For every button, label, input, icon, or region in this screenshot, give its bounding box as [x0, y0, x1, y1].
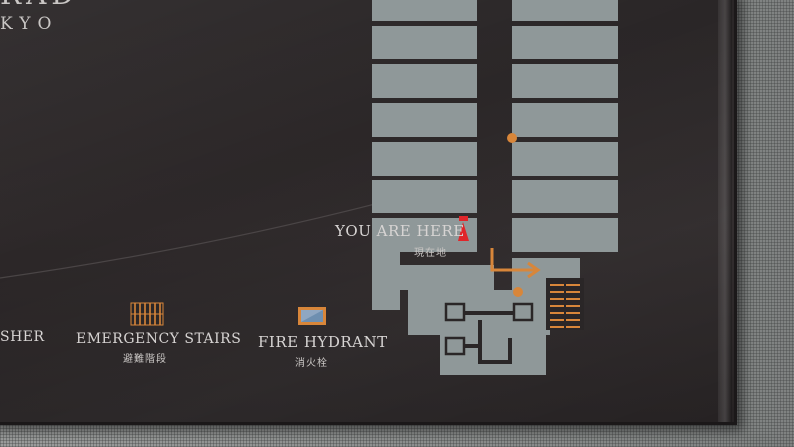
room: [512, 103, 618, 137]
emergency-stairs-label-jp: 避難階段: [123, 354, 167, 365]
fire-extinguisher-dot: [507, 133, 517, 143]
room-lower-left: [372, 252, 400, 310]
room: [372, 26, 477, 59]
guest-rooms-right: [512, 0, 618, 252]
room: [512, 0, 618, 21]
floor-outline-arc: [0, 194, 411, 279]
room: [372, 103, 477, 137]
evacuation-route-arrow: [490, 248, 536, 272]
guest-rooms-left: [372, 0, 477, 252]
room: [372, 0, 477, 21]
fire-hydrant-label: FIRE HYDRANT: [258, 333, 388, 351]
you-are-here-marker: [458, 216, 469, 241]
room: [372, 218, 477, 252]
room: [372, 180, 477, 213]
room: [512, 64, 618, 98]
evacuation-map-board: RAD KYO: [0, 0, 737, 425]
you-are-here-label: YOU ARE HERE: [335, 222, 465, 240]
brand-name: RAD: [0, 0, 79, 11]
brand-city: KYO: [0, 14, 59, 34]
room: [512, 26, 618, 59]
glass-edge: [718, 0, 732, 422]
fire-hydrant-label-jp: 消火栓: [295, 358, 328, 369]
fire-extinguisher-label: SHER: [0, 329, 45, 345]
room: [512, 180, 618, 213]
emergency-stairs-icon: [130, 302, 164, 326]
fire-hydrant-icon: [298, 307, 326, 325]
floor-plan: [130, 0, 618, 375]
emergency-stairs-label: EMERGENCY STAIRS: [76, 331, 242, 347]
room: [372, 142, 477, 176]
arrow-head: [527, 261, 541, 279]
room: [372, 64, 477, 98]
you-are-here-label-jp: 現在地: [414, 248, 447, 259]
core-corridor: [464, 311, 514, 364]
emergency-stairs-marker: [513, 278, 584, 330]
room: [512, 142, 618, 176]
room: [512, 218, 618, 252]
